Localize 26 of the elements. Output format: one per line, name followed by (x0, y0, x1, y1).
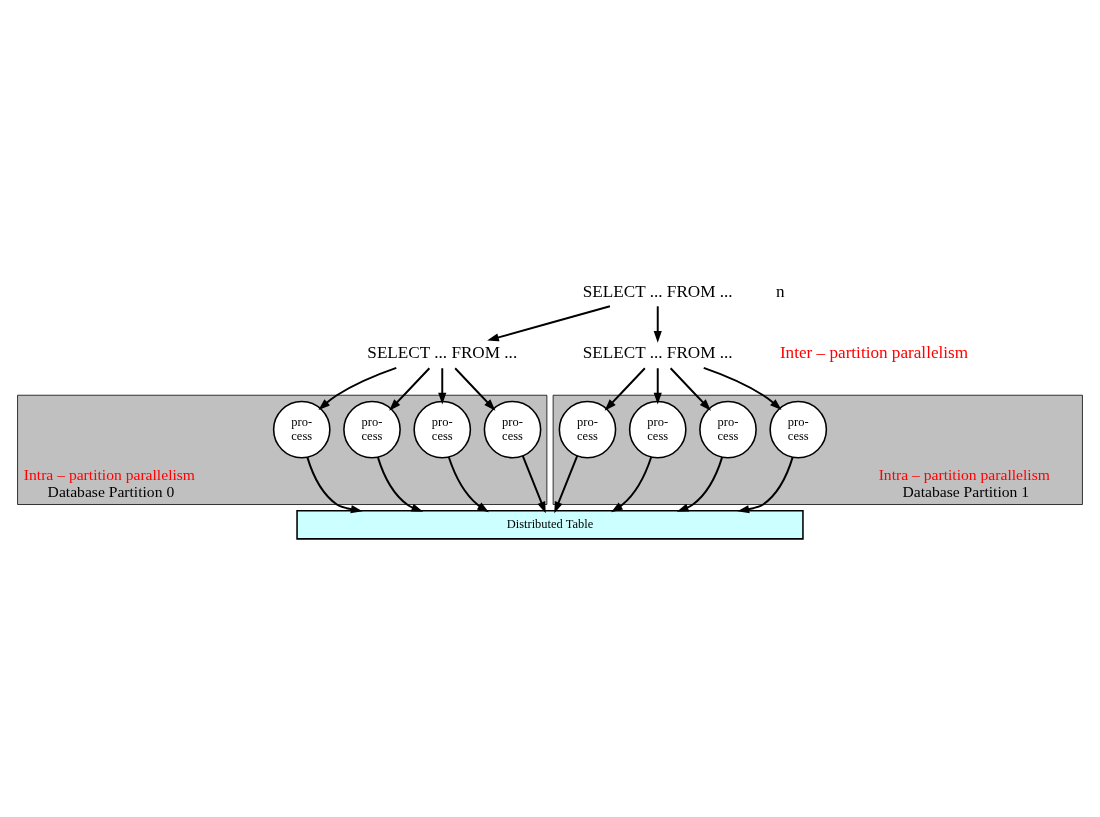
arrow (487, 305, 611, 342)
arrow (454, 367, 496, 411)
label: Inter – partition parallelism (779, 343, 969, 363)
arrow (306, 456, 363, 514)
node-text: SELECT ... FROM ... (582, 343, 733, 363)
arrow (376, 456, 424, 512)
arrow (653, 305, 662, 343)
arrow (389, 367, 431, 411)
arrow (737, 456, 794, 514)
arrow (318, 366, 398, 411)
arrow (447, 456, 489, 513)
arrow (669, 367, 711, 411)
node-circle: pro- cess (413, 400, 472, 459)
arrow (611, 456, 653, 513)
label: n (776, 281, 785, 301)
node-text: SELECT ... FROM ... (367, 343, 518, 363)
arrow (702, 366, 782, 411)
arrow (438, 367, 447, 405)
node-text: SELECT ... FROM ... (582, 281, 733, 301)
arrow (676, 456, 724, 512)
arrow (554, 455, 579, 514)
arrow (653, 367, 662, 405)
node-box: Distributed Table (296, 510, 804, 540)
arrow (604, 367, 646, 411)
arrow (521, 455, 546, 514)
node-circle: pro- cess (628, 400, 687, 459)
